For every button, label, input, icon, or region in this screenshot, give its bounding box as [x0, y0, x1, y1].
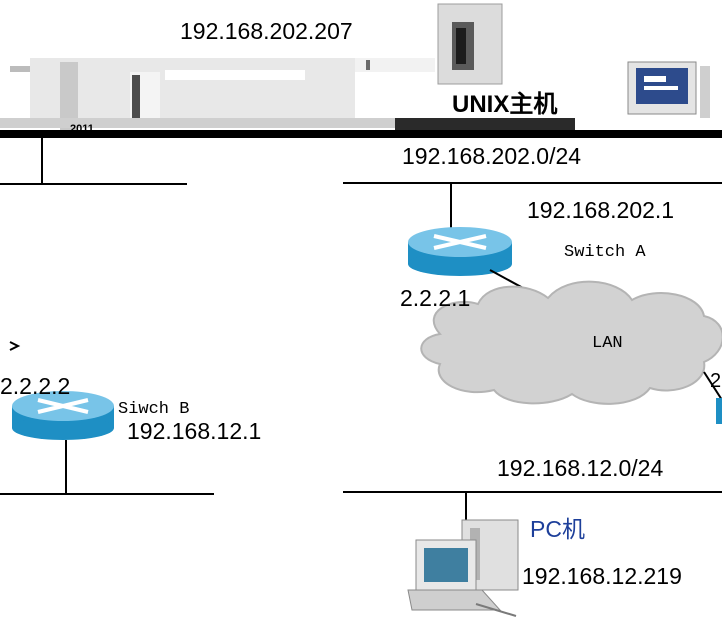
unix-host-name: UNIX主机	[452, 91, 558, 118]
switch-b-router-icon	[12, 391, 114, 440]
lan-cloud	[420, 280, 722, 405]
cloud-to-right	[703, 371, 722, 401]
pc-ip: 192.168.12.219	[522, 563, 682, 589]
switch-b-name: Siwch B	[118, 400, 190, 419]
unix-host-rack	[0, 58, 575, 132]
pc-name: PC机	[530, 516, 585, 542]
unix-monitor	[627, 61, 710, 118]
network-12-label: 192.168.12.0/24	[497, 455, 664, 481]
backbone-line	[0, 130, 722, 138]
switch-a-name: Switch A	[564, 243, 646, 262]
switch-b-lan-ip: 192.168.12.1	[127, 418, 262, 444]
unix-host-ip: 192.168.202.207	[180, 18, 353, 44]
switch-a-router-icon	[408, 227, 512, 276]
switch-a-lan-ip: 192.168.202.1	[527, 197, 675, 223]
left-top-partial: 2011	[70, 123, 94, 135]
switch-a-wan-ip: 2.2.2.1	[400, 285, 471, 311]
pc-icon	[407, 519, 519, 617]
lan-cloud-label: LAN	[592, 334, 623, 353]
cable-right-label: 2	[710, 370, 722, 392]
unix-server-tower	[437, 3, 503, 85]
right-router-edge	[716, 398, 722, 424]
network-202-label: 192.168.202.0/24	[402, 143, 582, 169]
left-cut-icon	[9, 341, 21, 351]
switch-b-wan-ip: 2.2.2.2	[0, 373, 71, 399]
